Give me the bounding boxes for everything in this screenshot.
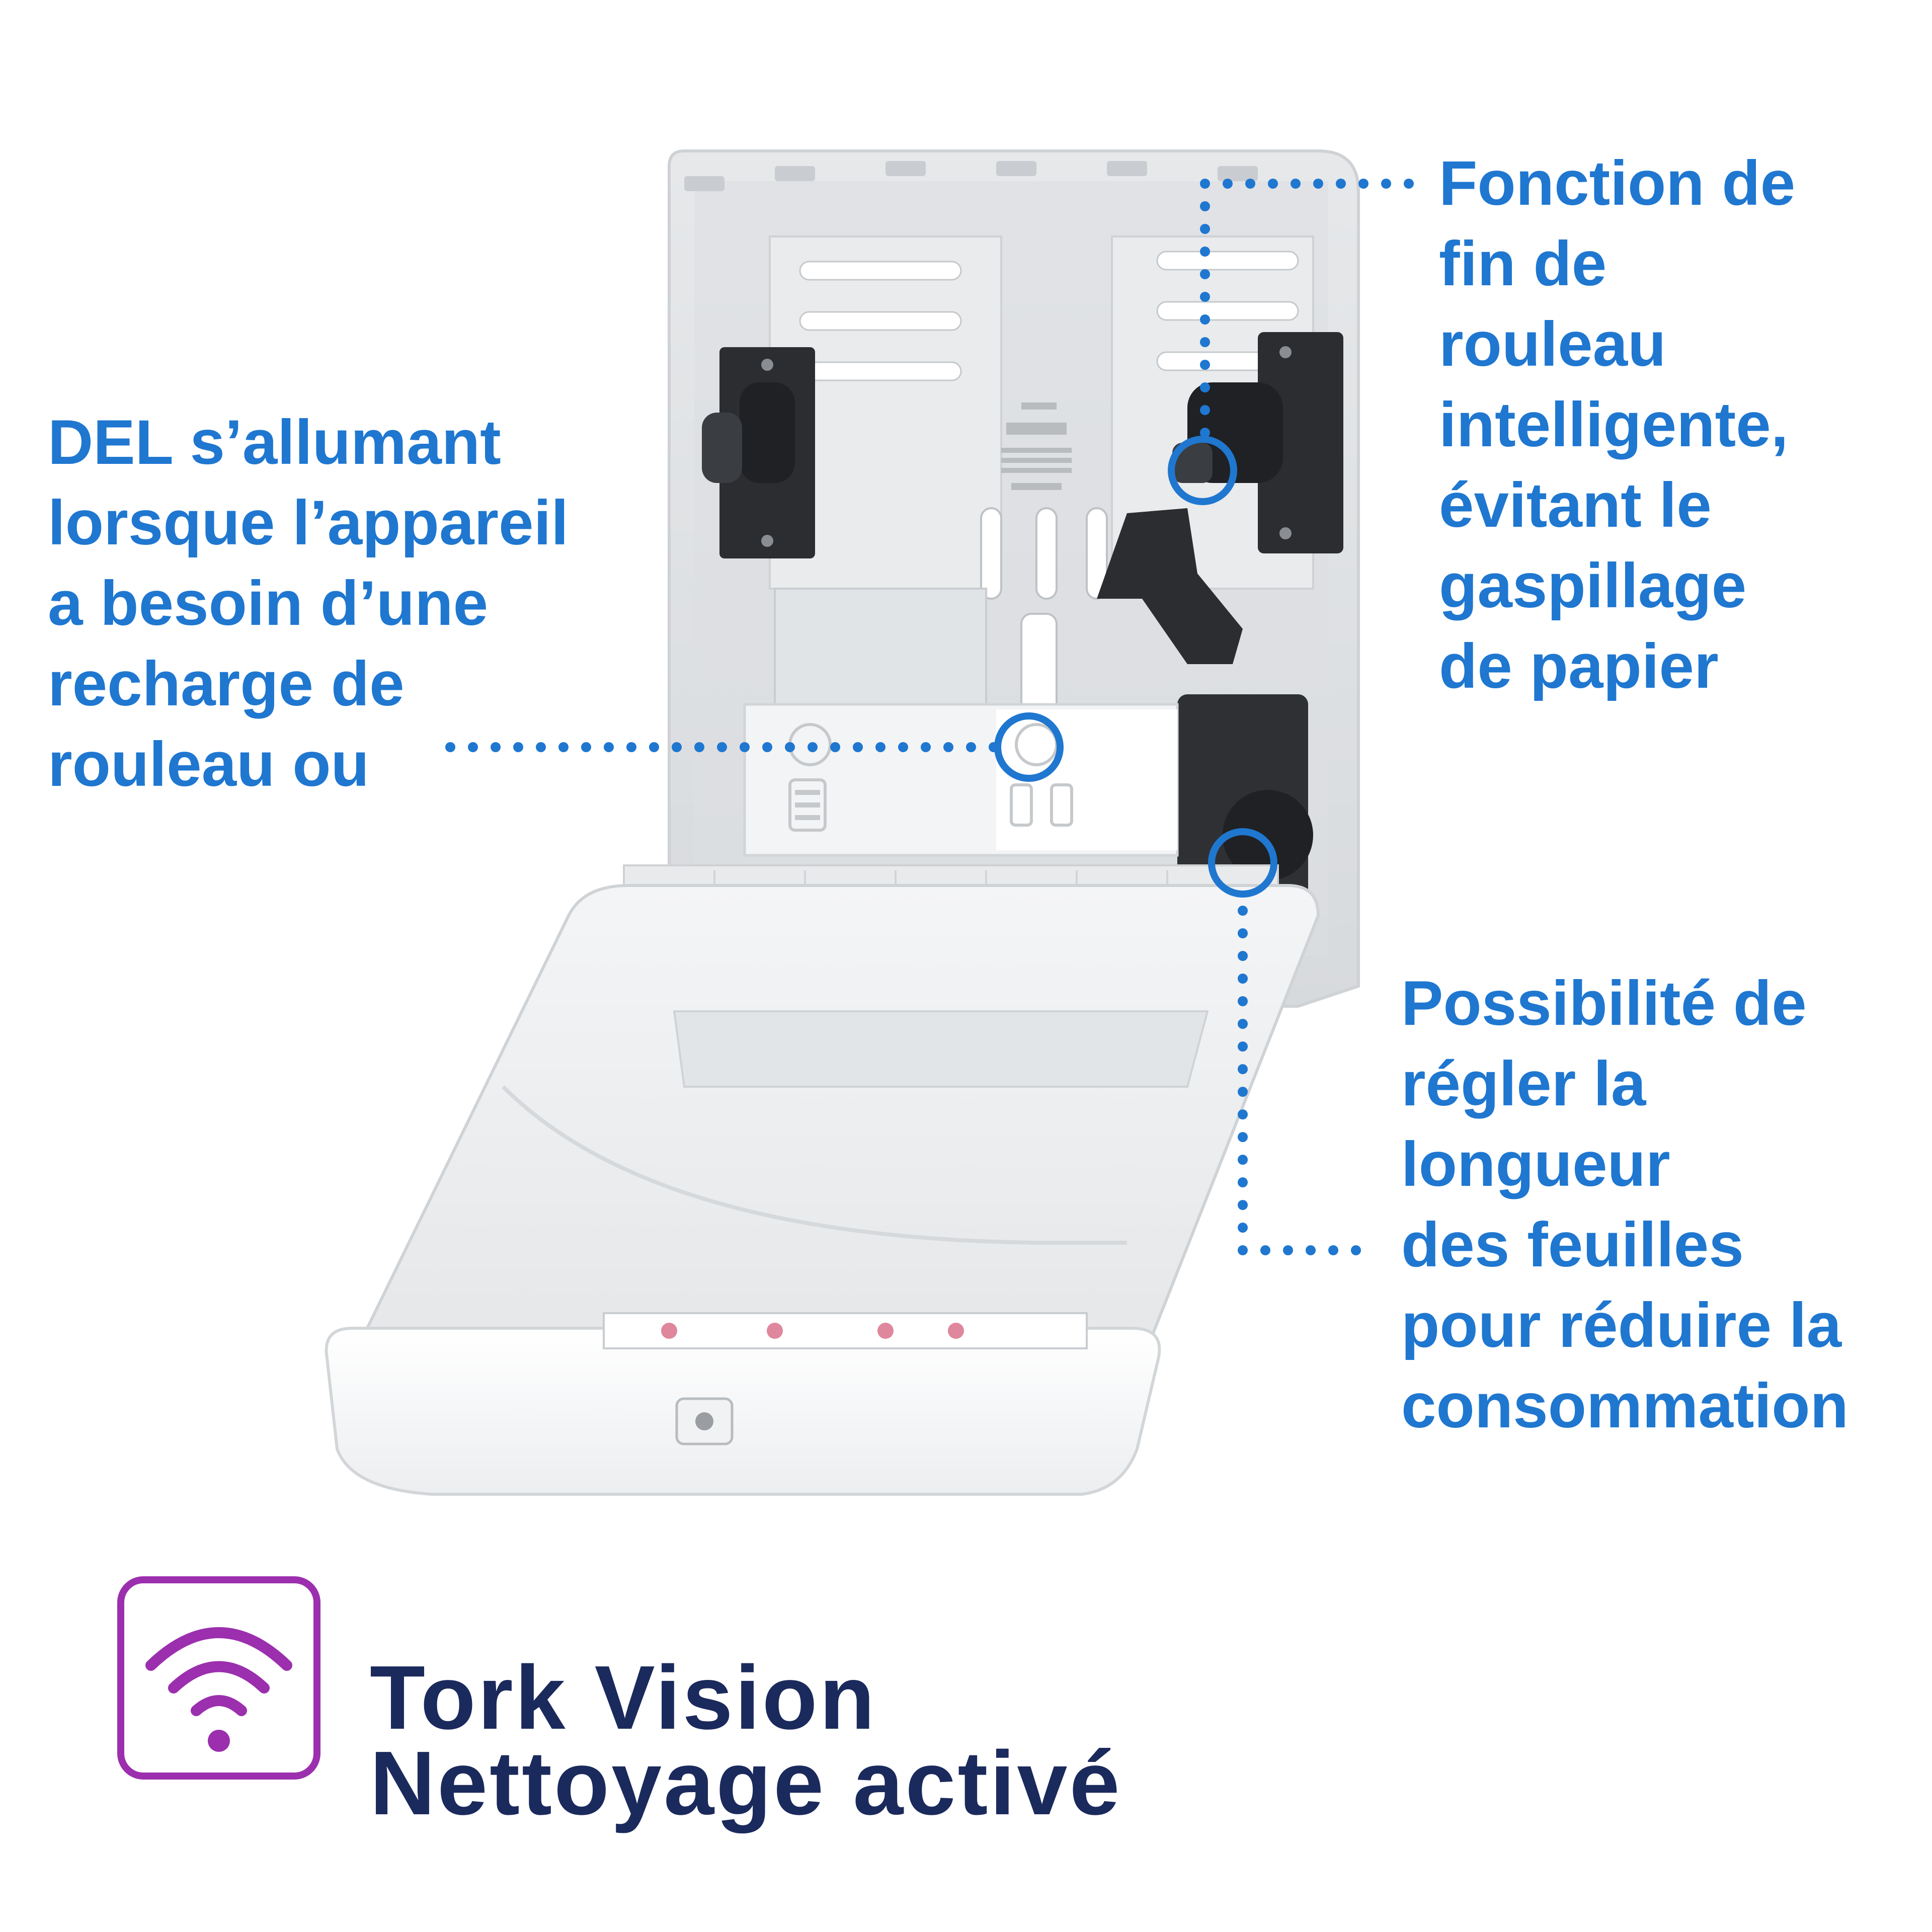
end-of-roll-marker [1168, 436, 1237, 505]
paper-lever-arm [1097, 508, 1243, 664]
left-roll-holder [702, 347, 815, 558]
sheet-length-callout: Possibilité de régler la longueur des fe… [1401, 963, 1848, 1446]
sheet-length-callout-line: consommation [1401, 1371, 1848, 1441]
end-of-roll-callout-line: fin de [1439, 229, 1607, 299]
end-of-roll-callout-line: gaspillage [1439, 551, 1747, 621]
led-leader [445, 742, 999, 752]
sheet-length-callout-line: régler la [1401, 1049, 1646, 1119]
end-of-roll-callout-line: de papier [1439, 631, 1719, 701]
callout-leaders [445, 179, 1414, 1255]
led-callout-line: recharge de [48, 649, 405, 719]
open-front-cover [325, 884, 1320, 1496]
right-roll-holder [1172, 332, 1343, 553]
end-of-roll-leader [1200, 179, 1414, 438]
led-callout-line: a besoin d’une [48, 569, 489, 638]
led-callout: DEL s’allumant lorsque l’appareil a beso… [48, 403, 569, 805]
sheet-length-marker [1208, 828, 1277, 898]
led-callout-line: rouleau ou [48, 730, 369, 799]
led-marker [994, 712, 1064, 782]
sheet-length-callout-line: des feuilles [1401, 1210, 1744, 1280]
control-panel [743, 703, 1179, 857]
led-callout-line: DEL s’allumant [48, 408, 501, 477]
end-of-roll-callout-line: évitant le [1439, 470, 1712, 540]
end-of-roll-callout-line: rouleau [1439, 309, 1666, 379]
end-of-roll-callout-line: intelligente, [1439, 390, 1789, 460]
sheet-length-leader [1238, 906, 1361, 1255]
sheet-length-callout-line: Possibilité de [1401, 969, 1807, 1038]
end-of-roll-callout: Fonction de fin de rouleau intelligente,… [1439, 143, 1795, 707]
tork-vision-brand: Tork Vision Nettoyage activé [370, 1647, 1122, 1834]
wifi-signal-icon [117, 1576, 320, 1780]
sheet-length-callout-line: longueur [1401, 1130, 1670, 1199]
brand-subtitle: Nettoyage activé [370, 1733, 1122, 1834]
led-callout-line: lorsque l’appareil [48, 488, 569, 558]
brand-title: Tork Vision [370, 1647, 877, 1748]
sheet-length-callout-line: pour réduire la [1401, 1291, 1842, 1360]
end-of-roll-callout-line: Fonction de [1439, 148, 1796, 218]
